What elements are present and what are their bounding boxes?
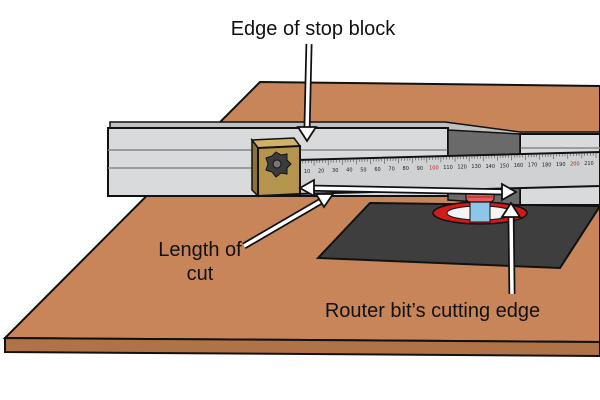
length-of-cut-label: Length of cut	[140, 238, 260, 286]
ruler-tick-labels: 10 20 30 40 50 60 70 80 90 100 110 120 130 140 150 160 1…	[304, 161, 594, 175]
stop-block-knob-icon	[265, 151, 292, 178]
ruler-tick-label: 160	[514, 163, 524, 169]
ruler-tick-label: 10	[304, 169, 310, 175]
ruler-tick-label: 130	[471, 164, 481, 170]
table-front-edge	[4, 336, 600, 358]
ruler-tick-label: 180	[542, 162, 552, 168]
ruler-tick-label: 20	[318, 168, 324, 174]
ruler-tick-label: 30	[332, 168, 338, 174]
length-of-cut-arrow	[298, 178, 518, 202]
length-of-cut-line2: cut	[186, 263, 214, 285]
ruler-tick-label: 120	[457, 165, 467, 171]
length-of-cut-pointer-arrow	[242, 193, 335, 250]
ruler-tick-label: 80	[403, 166, 409, 172]
ruler-tick-label: 210	[584, 161, 594, 167]
insert-plate	[315, 201, 600, 270]
ruler-tick-label: 100	[429, 165, 439, 171]
stop-block-edge-label: Edge of stop block	[230, 18, 396, 40]
router-bit-pointer-arrow	[500, 201, 522, 295]
length-of-cut-line1: Length of	[158, 239, 242, 261]
ruler-tick-label: 40	[346, 168, 352, 174]
stop-block-pointer-arrow	[296, 43, 318, 143]
ruler-tick-label: 50	[360, 167, 366, 173]
ruler-tick-label: 140	[486, 164, 496, 170]
ruler-tick-label: 200	[570, 162, 580, 168]
router-bit-edge-label: Router bit’s cutting edge	[324, 300, 541, 322]
ruler-ticks	[299, 153, 597, 166]
ruler-tick-label: 60	[374, 167, 380, 173]
ruler-tick-label: 170	[528, 163, 538, 169]
ruler-tick-label: 110	[443, 165, 453, 171]
ruler-tick-label: 90	[417, 166, 423, 172]
ruler-tick-label: 190	[556, 162, 566, 168]
ruler-tick-label: 70	[388, 167, 394, 173]
ruler-tick-label: 150	[500, 163, 510, 169]
